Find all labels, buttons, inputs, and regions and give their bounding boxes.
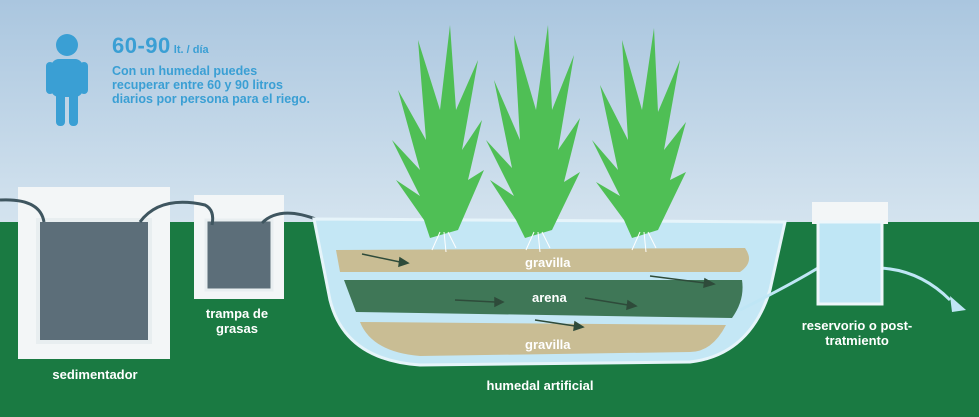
stat-description: Con un humedal puedes recuperar entre 60… [112, 64, 310, 106]
humedal-label: humedal artificial [486, 378, 594, 393]
reservorio-tank [812, 202, 888, 306]
pipes [0, 198, 319, 226]
gravilla-top-label: gravilla [525, 255, 571, 270]
person-icon [46, 34, 88, 126]
trampa-label: trampa de grasas [205, 306, 269, 336]
arena-label: arena [532, 290, 567, 305]
outflow-stream [739, 266, 952, 312]
reed-plant-icon [392, 25, 686, 238]
stat-number: 60-90 [112, 33, 171, 58]
trampa-tank [194, 195, 284, 299]
outflow-arrow-head [950, 296, 966, 312]
flow-arrows [361, 253, 716, 332]
stat-unit: lt. / día [173, 44, 209, 56]
reservorio-label: reservorio o post-tratmiento [801, 318, 913, 348]
plant-roots [431, 231, 657, 253]
gravilla-bottom-label: gravilla [525, 337, 571, 352]
sedimentador-label: sedimentador [52, 367, 138, 382]
humedal-basin [312, 217, 787, 367]
